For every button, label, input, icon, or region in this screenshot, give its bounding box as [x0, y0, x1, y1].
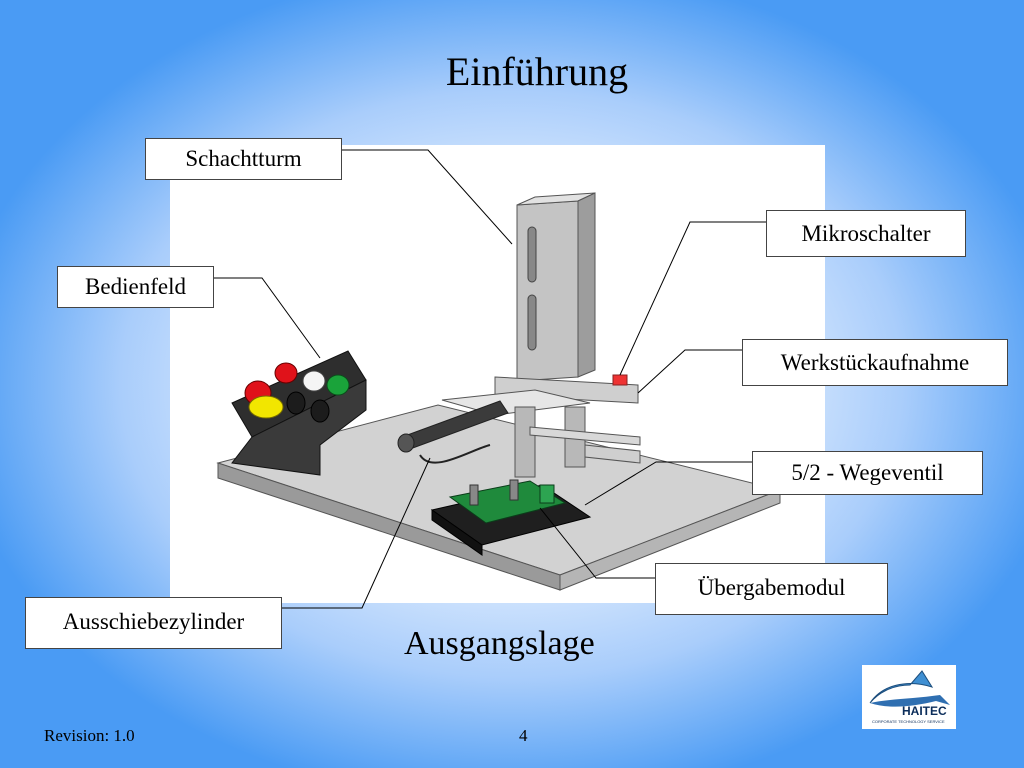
haitec-logo: HAITEC CORPORATE TECHNOLOGY SERVICE: [862, 665, 956, 729]
callout-schachtturm: Schachtturm: [145, 138, 342, 180]
machine-drawing: [216, 192, 782, 591]
callout-wegeventil: 5/2 - Wegeventil: [752, 451, 983, 495]
callout-werkstueckaufnahme: Werkstückaufnahme: [742, 339, 1008, 386]
footer-revision: Revision: 1.0: [44, 726, 135, 745]
callout-uebergabemodul: Übergabemodul: [655, 563, 888, 615]
callout-mikroschalter: Mikroschalter: [766, 210, 966, 257]
footer-page-number: 4: [519, 726, 528, 745]
slide-title: Einführung: [445, 49, 629, 94]
slide-subtitle: Ausgangslage: [404, 625, 595, 662]
logo-text: HAITEC: [902, 704, 947, 718]
callout-ausschiebezylinder: Ausschiebezylinder: [25, 597, 282, 649]
logo-tagline: CORPORATE TECHNOLOGY SERVICE: [872, 719, 945, 724]
callout-bedienfeld: Bedienfeld: [57, 266, 214, 308]
machine-illustration: [170, 145, 825, 603]
shark-logo-icon: HAITEC CORPORATE TECHNOLOGY SERVICE: [869, 670, 950, 724]
